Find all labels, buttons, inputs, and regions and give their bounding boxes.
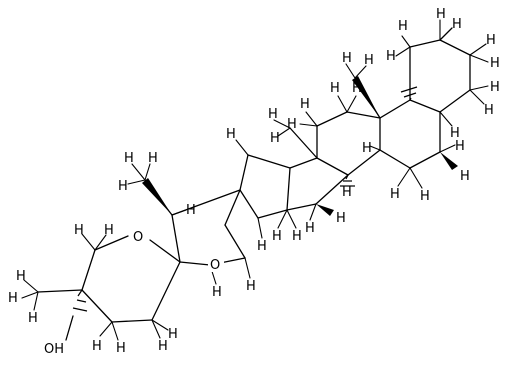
h-label: H bbox=[490, 80, 500, 95]
h-label: H bbox=[28, 311, 38, 326]
h-label: H bbox=[186, 203, 196, 218]
h-label: H bbox=[386, 49, 396, 64]
spiro-oxygen-label: O bbox=[210, 258, 220, 273]
h-label: H bbox=[148, 151, 158, 166]
ring-e bbox=[239, 154, 291, 219]
h-label: H bbox=[16, 269, 26, 284]
h-label: H bbox=[116, 341, 126, 356]
ring-c bbox=[316, 111, 381, 176]
h-label: H bbox=[257, 239, 267, 254]
h-label: H bbox=[342, 51, 352, 66]
h-label: H bbox=[104, 223, 114, 238]
atom-labels: O O OH H H H H H H H H H H H H H H H H H… bbox=[8, 7, 500, 357]
h-label: H bbox=[92, 339, 102, 354]
h-label: H bbox=[455, 139, 465, 154]
h-label: H bbox=[330, 81, 340, 96]
h-label: H bbox=[268, 107, 278, 122]
h-label: H bbox=[364, 53, 374, 68]
h-label: H bbox=[168, 327, 178, 342]
h-label: H bbox=[484, 103, 494, 118]
h-label: H bbox=[342, 185, 352, 200]
h-label: H bbox=[460, 169, 470, 184]
h-label: H bbox=[8, 291, 18, 306]
h-label: H bbox=[490, 56, 500, 71]
ring-a bbox=[409, 39, 471, 113]
h-label: H bbox=[336, 211, 346, 226]
h-label: H bbox=[420, 189, 430, 204]
h-label: H bbox=[212, 285, 222, 300]
h-label: H bbox=[486, 33, 496, 48]
h-label: H bbox=[118, 179, 128, 194]
hydroxyl-label: OH bbox=[44, 342, 64, 357]
h-label: H bbox=[272, 229, 282, 244]
h-label: H bbox=[450, 126, 460, 141]
h-label: H bbox=[352, 81, 362, 96]
h-label: H bbox=[246, 279, 256, 294]
hashed-bonds bbox=[72, 86, 418, 312]
h-label: H bbox=[390, 187, 400, 202]
h-label: H bbox=[300, 97, 310, 112]
ring-g bbox=[37, 235, 181, 323]
h-label: H bbox=[452, 17, 462, 32]
h-label: H bbox=[226, 127, 236, 142]
h-label: H bbox=[305, 221, 315, 236]
ring-oxygen-label: O bbox=[133, 230, 143, 245]
h-label: H bbox=[362, 141, 372, 156]
ring-d bbox=[286, 157, 349, 211]
h-label: H bbox=[158, 339, 168, 354]
h-label: H bbox=[124, 151, 134, 166]
wedge-bonds bbox=[142, 76, 458, 216]
h-label: H bbox=[287, 117, 297, 132]
ring-f bbox=[171, 189, 246, 266]
ring-b bbox=[379, 99, 441, 169]
h-label: H bbox=[436, 7, 446, 22]
hydrogen-bonds bbox=[21, 19, 489, 341]
h-label: H bbox=[74, 223, 84, 238]
h-label: H bbox=[270, 131, 280, 146]
h-label: H bbox=[398, 19, 408, 34]
h-label: H bbox=[292, 229, 302, 244]
